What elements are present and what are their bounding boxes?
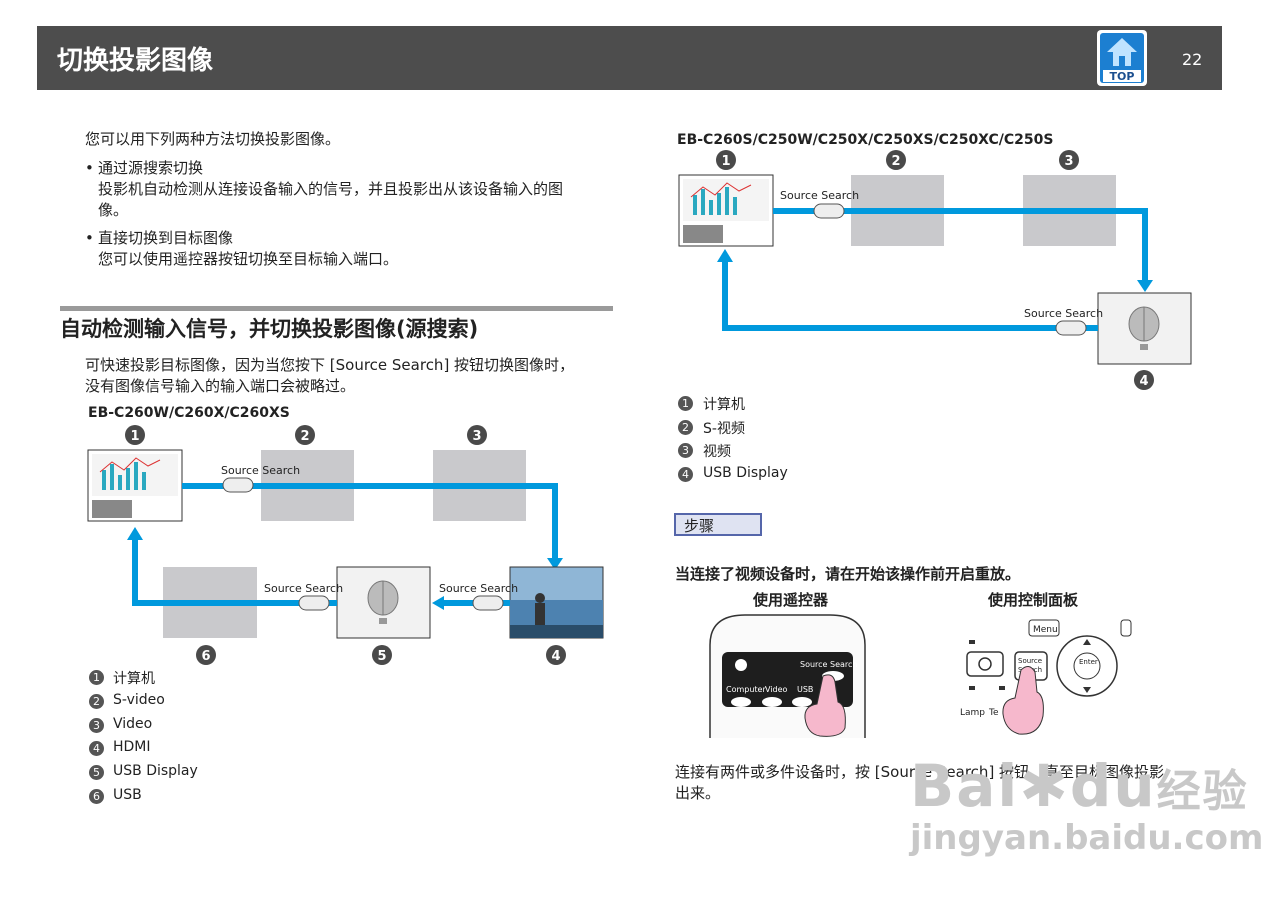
legend-label: S-视频 bbox=[703, 421, 745, 437]
svg-text:Lamp: Lamp bbox=[960, 708, 985, 718]
legend-label: 计算机 bbox=[113, 671, 155, 687]
legend-num: 1 bbox=[678, 396, 693, 411]
closing-text-cont: 出来。 bbox=[675, 784, 721, 802]
bullet-1-desc-cont: 像。 bbox=[98, 201, 129, 219]
bullet-2-title: 直接切换到目标图像 bbox=[98, 229, 234, 247]
step-number-3: 3 bbox=[467, 425, 487, 445]
svg-text:2: 2 bbox=[891, 154, 900, 169]
model-right: EB-C260S/C250W/C250X/C250XS/C250XC/C250S bbox=[677, 132, 1054, 148]
svg-text:Source Search: Source Search bbox=[221, 464, 300, 477]
legend-num: 3 bbox=[89, 718, 104, 733]
svg-text:Source Search: Source Search bbox=[780, 189, 859, 202]
legend-num: 1 bbox=[89, 670, 104, 685]
legend-label: 计算机 bbox=[703, 397, 745, 413]
steps-note: 当连接了视频设备时，请在开始该操作前开启重放。 bbox=[675, 565, 1021, 583]
svg-text:1: 1 bbox=[721, 154, 730, 169]
page-header: 切换投影图像 TOP 22 bbox=[37, 26, 1222, 90]
svg-text:Te: Te bbox=[988, 708, 999, 718]
section-desc: 可快速投影目标图像，因为当您按下 [Source Search] 按钮切换图像时… bbox=[85, 356, 575, 374]
svg-text:5: 5 bbox=[377, 649, 386, 664]
bullet-1-title: 通过源搜索切换 bbox=[98, 159, 204, 177]
control-panel-illustration: Menu Enter Source Search Lamp Te bbox=[960, 619, 1132, 735]
step-number-1: 1 bbox=[125, 425, 145, 445]
svg-text:1: 1 bbox=[130, 429, 139, 444]
bullet-2-desc: 您可以使用遥控器按钮切换至目标输入端口。 bbox=[98, 250, 399, 268]
section-desc-cont: 没有图像信号输入的输入端口会被略过。 bbox=[85, 377, 356, 395]
steps-label: 步骤 bbox=[674, 513, 762, 536]
computer-screen-thumb bbox=[678, 174, 774, 247]
svg-text:Menu: Menu bbox=[1033, 625, 1058, 635]
svg-text:3: 3 bbox=[1064, 154, 1073, 169]
legend-num: 6 bbox=[89, 789, 104, 804]
closing-text: 连接有两件或多件设备时，按 [Source Search] 按钮，直至目标图像投… bbox=[675, 763, 1165, 781]
svg-text:Source Search: Source Search bbox=[264, 582, 343, 595]
svg-text:Video: Video bbox=[765, 685, 788, 694]
baidu-watermark-logo: Bai✱du经验 bbox=[910, 752, 1249, 820]
legend-num: 4 bbox=[678, 467, 693, 482]
svg-text:Source Search: Source Search bbox=[439, 582, 518, 595]
step-number-2: 2 bbox=[886, 150, 906, 170]
section-divider bbox=[60, 306, 613, 311]
legend-num: 5 bbox=[89, 765, 104, 780]
remote-control-illustration: Source Search Computer Video USB bbox=[709, 614, 866, 738]
legend-num: 4 bbox=[89, 741, 104, 756]
svg-text:Source Search: Source Search bbox=[1024, 307, 1103, 320]
legend-label: Video bbox=[113, 716, 153, 732]
hdmi-photo-thumb bbox=[509, 566, 604, 639]
step-number-6: 6 bbox=[196, 645, 216, 665]
svg-text:4: 4 bbox=[551, 649, 560, 664]
step-number-4: 4 bbox=[546, 645, 566, 665]
page-number: 22 bbox=[1182, 50, 1203, 69]
legend-label: S-video bbox=[113, 692, 165, 708]
svg-text:Source: Source bbox=[1018, 657, 1042, 665]
step-number-3: 3 bbox=[1059, 150, 1079, 170]
usb-display-screen-thumb bbox=[1097, 292, 1192, 365]
svg-text:TOP: TOP bbox=[1110, 70, 1135, 83]
bullet-1-desc: 投影机自动检测从连接设备输入的信号，并且投影出从该设备输入的图 bbox=[98, 180, 564, 198]
legend-num: 2 bbox=[678, 420, 693, 435]
page-title: 切换投影图像 bbox=[57, 46, 214, 76]
step-number-2: 2 bbox=[295, 425, 315, 445]
legend-label: USB bbox=[113, 787, 142, 803]
source-search-diagram-left: 1 2 3 Source Search Source Search Source… bbox=[87, 425, 604, 665]
bullet-dot: • bbox=[85, 159, 94, 177]
svg-text:USB: USB bbox=[797, 685, 813, 694]
source-search-diagram-right: 1 2 3 Source Search Source Search 4 bbox=[678, 150, 1192, 390]
top-home-icon[interactable]: TOP bbox=[1097, 30, 1147, 86]
step-number-4: 4 bbox=[1134, 370, 1154, 390]
legend-num: 2 bbox=[89, 694, 104, 709]
step-number-5: 5 bbox=[372, 645, 392, 665]
svg-text:Source Search: Source Search bbox=[800, 660, 858, 669]
paw-icon: ✱ bbox=[1019, 752, 1070, 820]
model-left: EB-C260W/C260X/C260XS bbox=[88, 405, 290, 421]
legend-label: HDMI bbox=[113, 739, 151, 755]
legend-label: USB Display bbox=[703, 465, 788, 481]
svg-text:2: 2 bbox=[300, 429, 309, 444]
svg-text:Enter: Enter bbox=[1079, 658, 1098, 666]
svg-text:4: 4 bbox=[1139, 374, 1148, 389]
computer-screen-thumb bbox=[87, 449, 183, 522]
legend-num: 3 bbox=[678, 443, 693, 458]
bullet-dot: • bbox=[85, 229, 94, 247]
step-number-1: 1 bbox=[716, 150, 736, 170]
baidu-watermark-url: jingyan.baidu.com bbox=[910, 818, 1264, 858]
intro-line: 您可以用下列两种方法切换投影图像。 bbox=[85, 130, 341, 148]
usb-display-screen-thumb bbox=[336, 566, 431, 639]
legend-label: USB Display bbox=[113, 763, 198, 779]
legend-label: 视频 bbox=[703, 444, 731, 460]
svg-text:3: 3 bbox=[472, 429, 481, 444]
section-title: 自动检测输入信号，并切换投影图像(源搜索) bbox=[60, 317, 479, 341]
remote-title: 使用遥控器 bbox=[753, 591, 829, 609]
panel-title: 使用控制面板 bbox=[988, 591, 1079, 609]
svg-text:6: 6 bbox=[201, 649, 210, 664]
svg-text:Computer: Computer bbox=[726, 685, 766, 694]
